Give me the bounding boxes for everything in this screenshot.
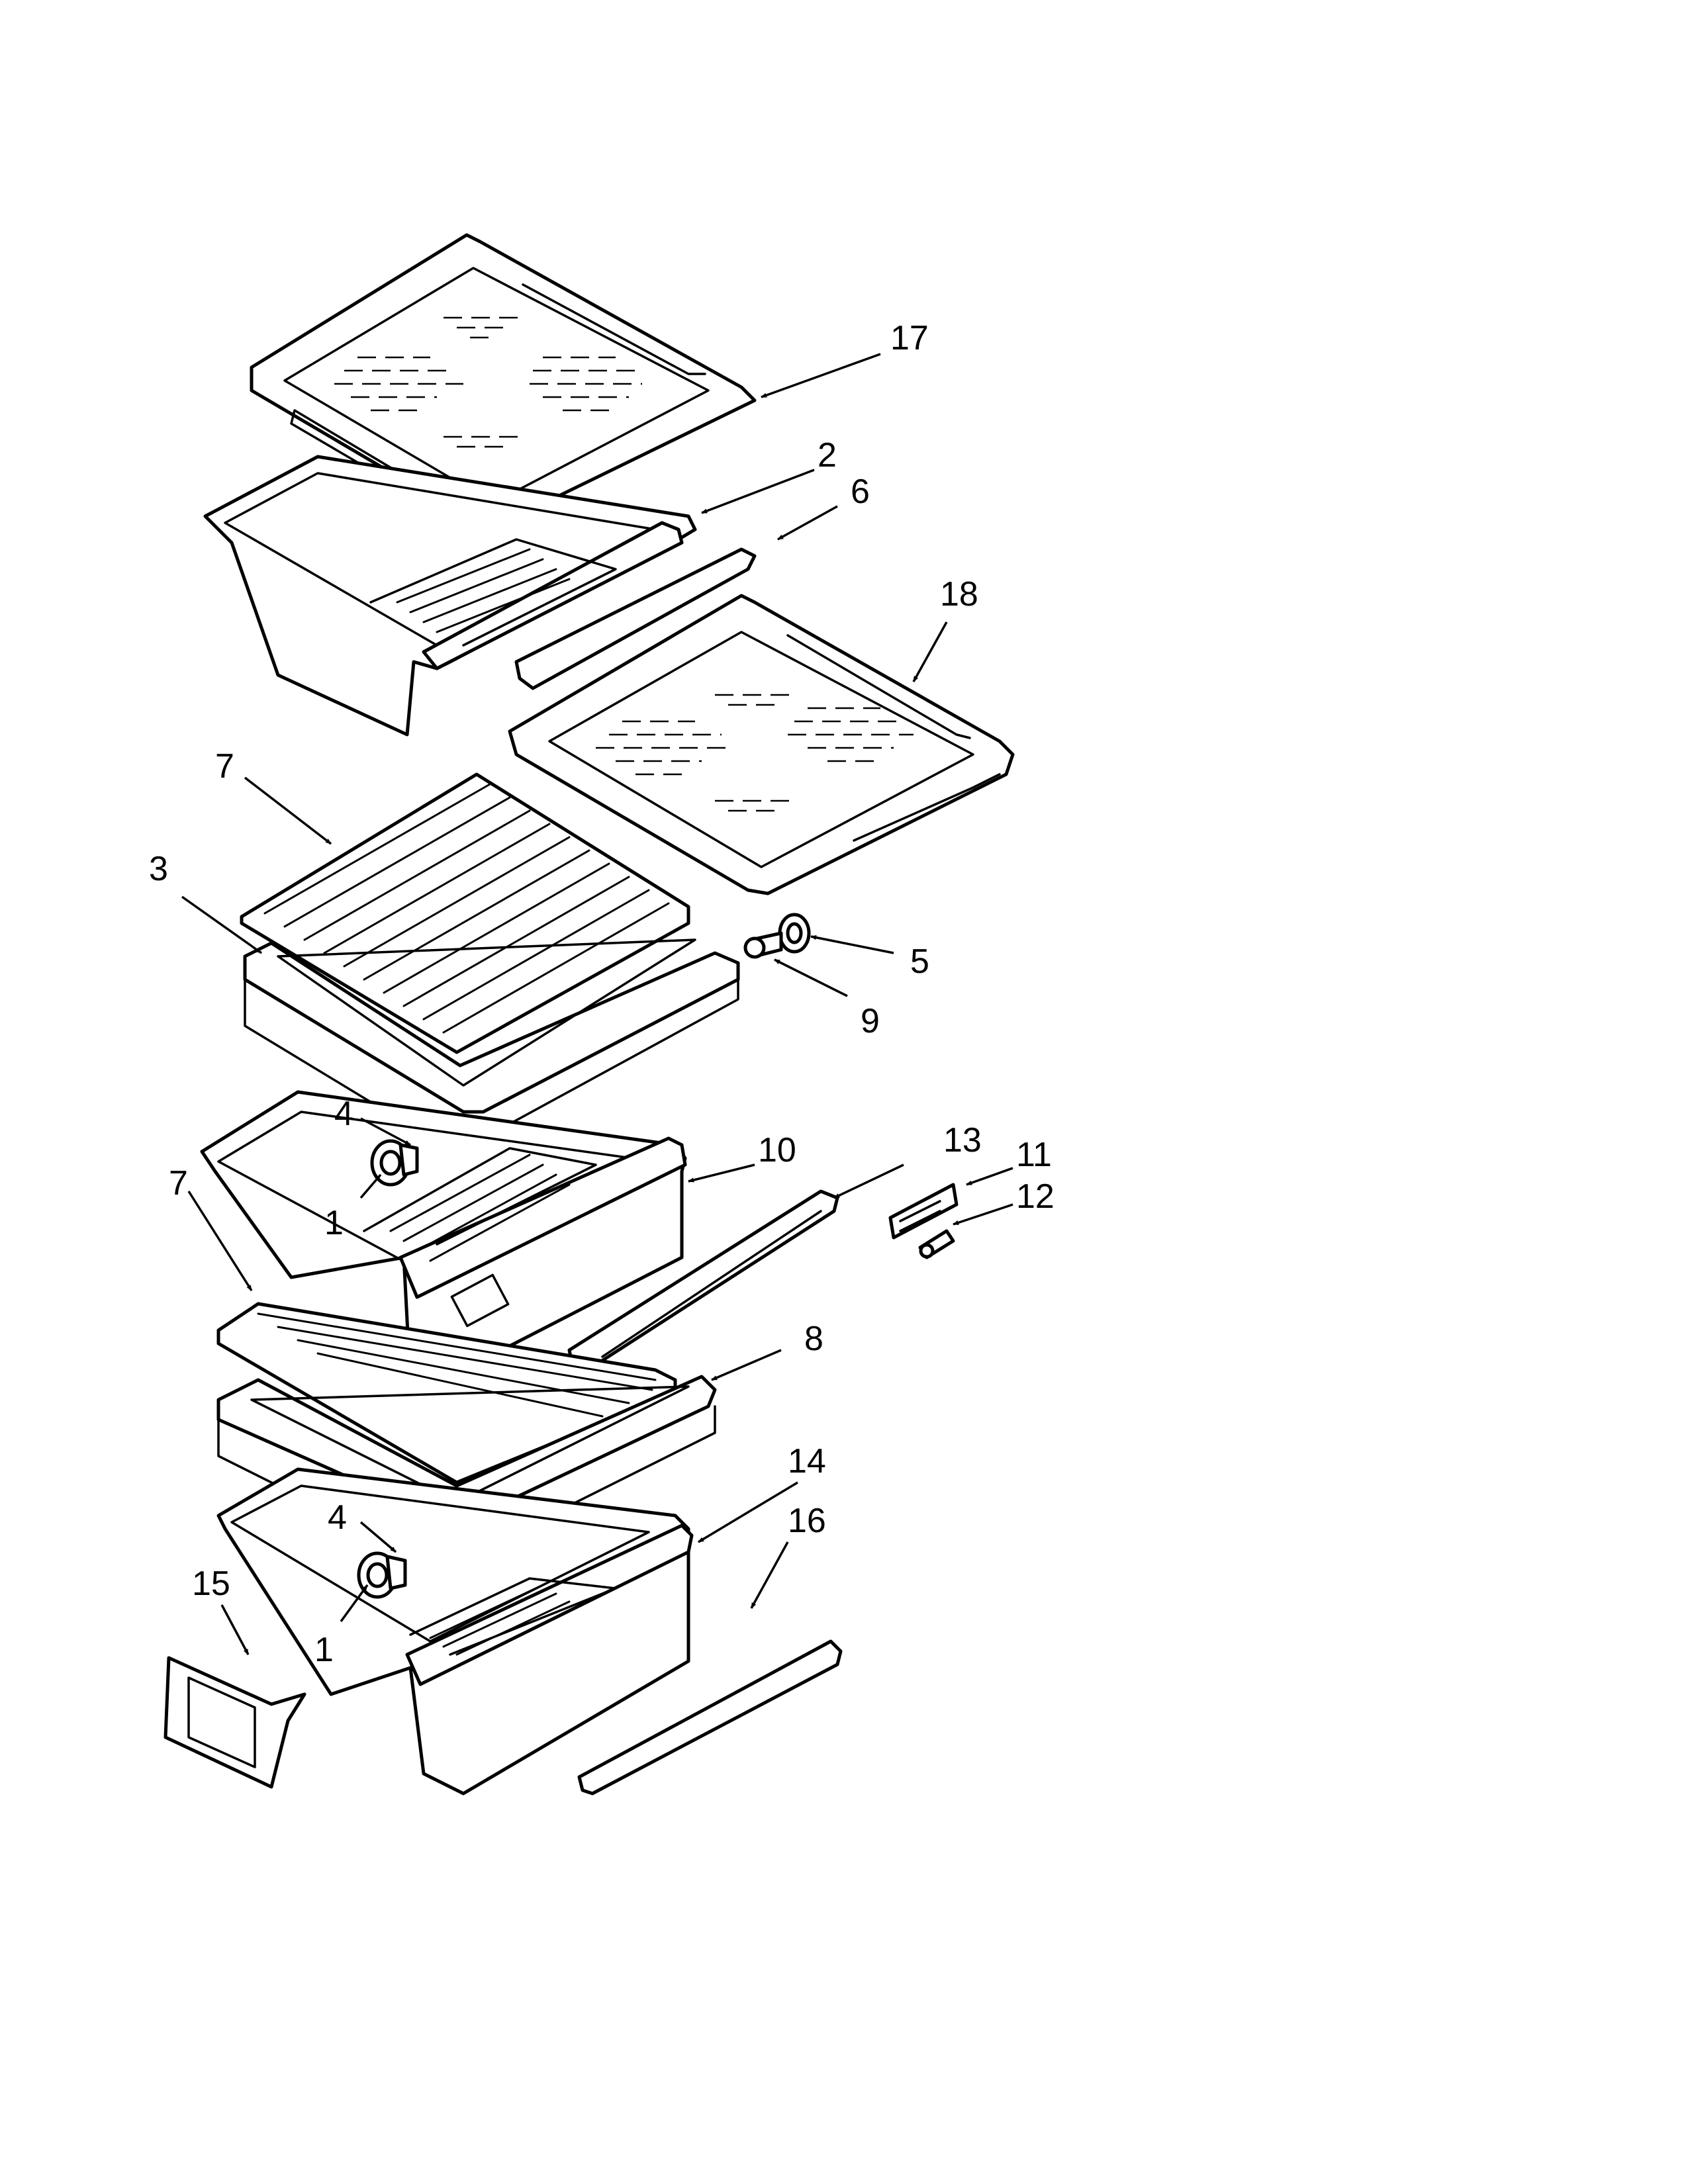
callout-7-upper: 7	[215, 747, 234, 786]
shelf-middle-glass	[508, 594, 1015, 895]
crisper-frame-upper	[243, 938, 740, 1160]
callout-1-lower: 1	[314, 1631, 334, 1669]
rail-bracket-assembly	[567, 1183, 959, 1375]
callout-13: 13	[943, 1121, 982, 1160]
crisper-pan-lower	[216, 1467, 694, 1796]
callout-1-upper: 1	[324, 1204, 344, 1242]
callout-8: 8	[804, 1320, 823, 1358]
callout-labels: 17 2 6 18 7 3 5 9 4 10 13 11 12 1 7 8 14…	[149, 319, 1055, 1669]
callout-10: 10	[758, 1131, 796, 1169]
callout-7-lower: 7	[169, 1164, 188, 1203]
callout-9: 9	[861, 1002, 880, 1040]
callout-4-upper: 4	[334, 1095, 353, 1133]
callout-17: 17	[890, 319, 929, 357]
crisper-pan-middle	[200, 1090, 687, 1385]
callout-11: 11	[1016, 1136, 1052, 1174]
callout-2: 2	[818, 436, 837, 475]
crisper-cover-upper	[240, 772, 690, 1054]
glass-etch-marks	[596, 694, 914, 812]
trim-rail-lower	[577, 1639, 843, 1796]
callout-14: 14	[788, 1442, 826, 1480]
trim-rail-upper	[514, 547, 757, 690]
wheel-upper	[370, 1139, 419, 1187]
callout-6: 6	[851, 473, 870, 511]
callout-3: 3	[149, 850, 168, 888]
callout-4-lower: 4	[328, 1498, 347, 1537]
callout-18: 18	[940, 575, 978, 614]
label-card	[164, 1656, 306, 1789]
leader-lines	[181, 353, 1013, 1655]
glass-etch-marks	[334, 316, 642, 448]
callout-15: 15	[192, 1565, 230, 1603]
callout-16: 16	[788, 1502, 826, 1540]
callout-5: 5	[910, 942, 929, 981]
roller-and-screw	[743, 913, 811, 959]
callout-12: 12	[1016, 1177, 1055, 1216]
crisper-pan-upper	[203, 455, 697, 737]
